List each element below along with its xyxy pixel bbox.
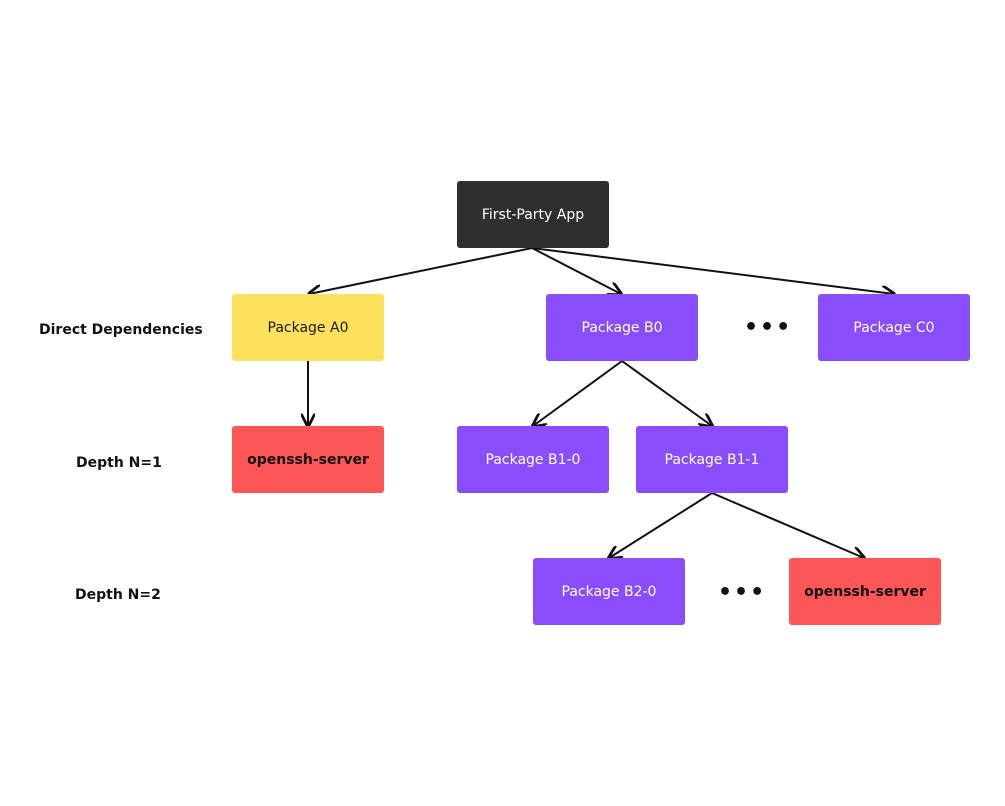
row-label-depth-1: Depth N=1 (76, 455, 162, 471)
node-package-b1-1: Package B1-1 (636, 426, 788, 493)
ellipsis-direct: ••• (744, 315, 793, 340)
node-openssh-server-depth-1: openssh-server (232, 426, 384, 493)
node-package-b2-0: Package B2-0 (533, 558, 685, 625)
node-package-a0: Package A0 (232, 294, 384, 361)
edge-app-to-c0 (531, 247, 894, 294)
node-package-c0: Package C0 (818, 294, 970, 361)
ellipsis-depth-2: ••• (718, 580, 767, 605)
edge-app-to-b0 (531, 247, 621, 294)
node-first-party-app: First-Party App (457, 181, 609, 248)
edge-b1-1-to-openssh (711, 492, 864, 558)
edge-app-to-a0 (309, 247, 533, 294)
edge-b1-1-to-b2-0 (609, 492, 713, 558)
row-label-direct-dependencies: Direct Dependencies (39, 322, 203, 338)
node-package-b1-0: Package B1-0 (457, 426, 609, 493)
edge-b0-to-b1-0 (533, 360, 623, 426)
row-label-depth-2: Depth N=2 (75, 587, 161, 603)
edge-b0-to-b1-1 (621, 360, 712, 426)
node-openssh-server-depth-2: openssh-server (789, 558, 941, 625)
node-package-b0: Package B0 (546, 294, 698, 361)
